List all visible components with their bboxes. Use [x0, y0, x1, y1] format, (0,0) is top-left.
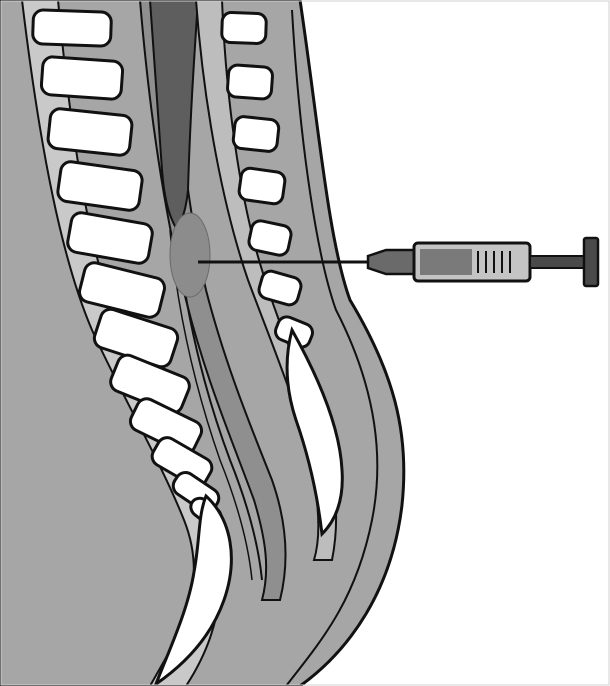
- syringe-plunger-cap: [584, 238, 598, 286]
- spinous-process: [247, 219, 292, 257]
- spinous-process: [238, 167, 286, 205]
- vertebral-body: [41, 56, 123, 99]
- injection-site: [170, 213, 210, 297]
- vertebral-body: [32, 10, 111, 47]
- syringe-plunger-rod: [530, 256, 586, 268]
- syringe-hub: [368, 250, 414, 274]
- spinous-process: [232, 116, 279, 152]
- vertebral-body: [47, 108, 133, 156]
- spinous-process: [227, 65, 273, 100]
- spinous-process: [221, 12, 266, 44]
- syringe-fluid: [420, 249, 472, 275]
